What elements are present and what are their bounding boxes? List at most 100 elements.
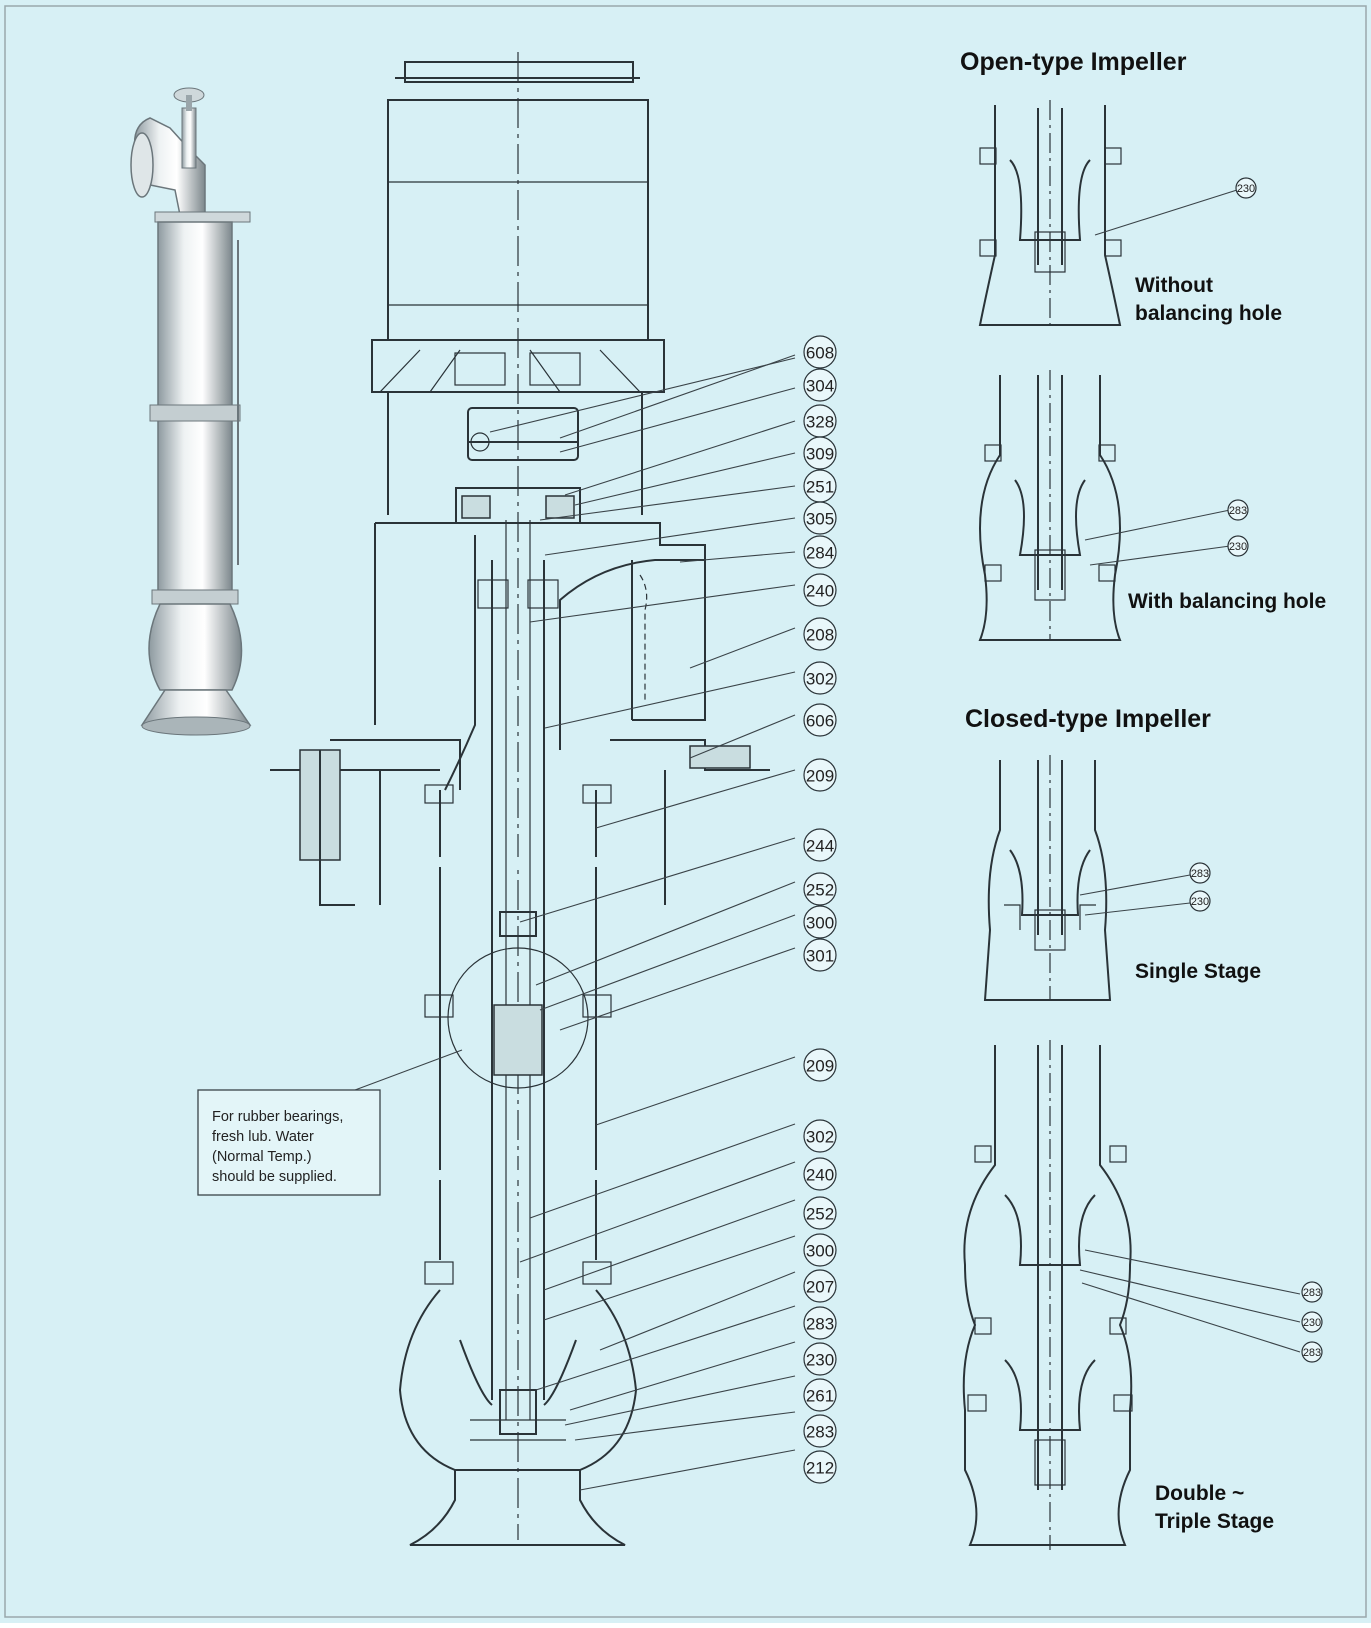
callout-252-13-circle <box>803 872 837 906</box>
pump-photo <box>130 87 252 736</box>
impeller-callout-230-open_type-variant_1-callouts-0-label: 230 <box>1237 183 1255 195</box>
callout-309-3: 309 <box>803 436 837 470</box>
callout-209-16-label: 209 <box>806 1057 834 1076</box>
callout-240-7-label: 240 <box>806 582 834 601</box>
callout-240-18-label: 240 <box>806 1166 834 1185</box>
impeller-callout-230-closed_type-variant_2-callouts-1: 230 <box>1301 1311 1323 1333</box>
double-label-line2: Triple Stage <box>1155 1510 1274 1533</box>
impeller-callout-230-open_type-variant_1-callouts-0-circle <box>1235 177 1257 199</box>
impeller-callout-283-closed_type-variant_2-callouts-2-circle <box>1301 1341 1323 1363</box>
callout-305-5-label: 305 <box>806 510 834 529</box>
callout-283-25-circle <box>803 1414 837 1448</box>
callout-304-1: 304 <box>803 368 837 402</box>
impeller-callout-230-closed_type-variant_1-callouts-1-label: 230 <box>1191 896 1209 908</box>
impeller-callout-283-closed_type-variant_2-callouts-0: 283 <box>1301 1281 1323 1303</box>
callout-305-5: 305 <box>803 501 837 535</box>
callout-209-16-circle <box>803 1048 837 1082</box>
callout-284-6-circle <box>803 535 837 569</box>
open-type-without-balancing-hole: Without balancing hole <box>978 100 1282 330</box>
callout-207-21-circle <box>803 1269 837 1303</box>
callout-304-1-label: 304 <box>806 377 834 396</box>
callout-240-7: 240 <box>803 573 837 607</box>
callout-283-22-circle <box>803 1306 837 1340</box>
note-box <box>197 1089 381 1196</box>
callout-212-26: 212 <box>803 1450 837 1484</box>
callout-230-23: 230 <box>803 1342 837 1376</box>
impeller-callout-230-open_type-variant_2-callouts-1: 230 <box>1227 535 1249 557</box>
callout-251-4-label: 251 <box>806 478 834 497</box>
callout-608-0: 608 <box>803 335 837 369</box>
callout-302-9-label: 302 <box>806 670 834 689</box>
callout-300-20: 300 <box>803 1233 837 1267</box>
callout-212-26-label: 212 <box>806 1459 834 1478</box>
callout-240-18: 240 <box>803 1157 837 1191</box>
callout-305-5-circle <box>803 501 837 535</box>
note-line-4: should be supplied. <box>212 1169 337 1185</box>
impeller-callout-230-open_type-variant_2-callouts-1-circle <box>1227 535 1249 557</box>
impeller-callout-230-open_type-variant_1-callouts-0: 230 <box>1235 177 1257 199</box>
callout-608-0-circle <box>803 335 837 369</box>
callout-302-17: 302 <box>803 1119 837 1153</box>
callout-300-14-circle <box>803 905 837 939</box>
callout-283-25: 283 <box>803 1414 837 1448</box>
callout-252-19-label: 252 <box>806 1205 834 1224</box>
callout-251-4: 251 <box>803 469 837 503</box>
callout-300-20-circle <box>803 1233 837 1267</box>
callout-207-21: 207 <box>803 1269 837 1303</box>
callout-244-12-circle <box>803 828 837 862</box>
callout-261-24-circle <box>803 1378 837 1412</box>
callout-302-17-label: 302 <box>806 1128 834 1147</box>
main-callout-leaders <box>489 354 796 1491</box>
impeller-callout-230-closed_type-variant_2-callouts-1-label: 230 <box>1303 1317 1321 1329</box>
callout-209-11-circle <box>803 758 837 792</box>
impeller-callout-230-open_type-variant_2-callouts-1-label: 230 <box>1229 541 1247 553</box>
impeller-callout-230-closed_type-variant_1-callouts-1-circle <box>1189 890 1211 912</box>
callout-209-11-label: 209 <box>806 767 834 786</box>
impeller-callout-283-closed_type-variant_2-callouts-2: 283 <box>1301 1341 1323 1363</box>
callout-209-16: 209 <box>803 1048 837 1082</box>
callout-284-6: 284 <box>803 535 837 569</box>
callout-252-19-circle <box>803 1196 837 1230</box>
impeller-callout-bubbles: 230 283 230 283 230 283 230 283 <box>1189 177 1323 1363</box>
callout-302-17-circle <box>803 1119 837 1153</box>
callout-252-13-label: 252 <box>806 881 834 900</box>
impeller-callout-283-closed_type-variant_1-callouts-0-label: 283 <box>1191 868 1209 880</box>
callout-300-14: 300 <box>803 905 837 939</box>
callout-244-12: 244 <box>803 828 837 862</box>
callout-606-10: 606 <box>803 703 837 737</box>
callout-300-14-label: 300 <box>806 914 834 933</box>
impeller-callout-283-open_type-variant_2-callouts-0: 283 <box>1227 499 1249 521</box>
open-type-with-balancing-hole: With balancing hole <box>978 370 1326 641</box>
callout-208-8-label: 208 <box>806 626 834 645</box>
callout-240-7-circle <box>803 573 837 607</box>
note-line-3: (Normal Temp.) <box>212 1149 312 1165</box>
callout-301-15-label: 301 <box>806 947 834 966</box>
without-label-line1: Without <box>1135 274 1213 297</box>
callout-212-26-circle <box>803 1450 837 1484</box>
callout-261-24: 261 <box>803 1378 837 1412</box>
callout-209-11: 209 <box>803 758 837 792</box>
rubber-bearing-note: For rubber bearings, fresh lub. Water (N… <box>197 1049 463 1196</box>
impeller-callout-230-closed_type-variant_1-callouts-1: 230 <box>1189 890 1211 912</box>
callout-283-25-label: 283 <box>806 1423 834 1442</box>
callout-230-23-circle <box>803 1342 837 1376</box>
impeller-callout-283-closed_type-variant_1-callouts-0: 283 <box>1189 862 1211 884</box>
open-type-impeller-title: Open-type Impeller <box>960 48 1187 76</box>
closed-type-double-triple-stage: Double ~ Triple Stage <box>962 1040 1301 1550</box>
single-stage-label: Single Stage <box>1135 960 1261 983</box>
callout-301-15: 301 <box>803 938 837 972</box>
callout-283-22: 283 <box>803 1306 837 1340</box>
callout-301-15-circle <box>803 938 837 972</box>
without-label-line2: balancing hole <box>1135 302 1282 325</box>
callout-207-21-label: 207 <box>806 1278 834 1297</box>
callout-261-24-label: 261 <box>806 1387 834 1406</box>
note-line-1: For rubber bearings, <box>212 1109 343 1125</box>
callout-309-3-circle <box>803 436 837 470</box>
callout-300-20-label: 300 <box>806 1242 834 1261</box>
impeller-callout-283-open_type-variant_2-callouts-0-label: 283 <box>1229 505 1247 517</box>
impeller-callout-230-closed_type-variant_2-callouts-1-circle <box>1301 1311 1323 1333</box>
callout-252-13: 252 <box>803 872 837 906</box>
impeller-callout-283-closed_type-variant_1-callouts-0-circle <box>1189 862 1211 884</box>
impeller-callout-283-open_type-variant_2-callouts-0-circle <box>1227 499 1249 521</box>
